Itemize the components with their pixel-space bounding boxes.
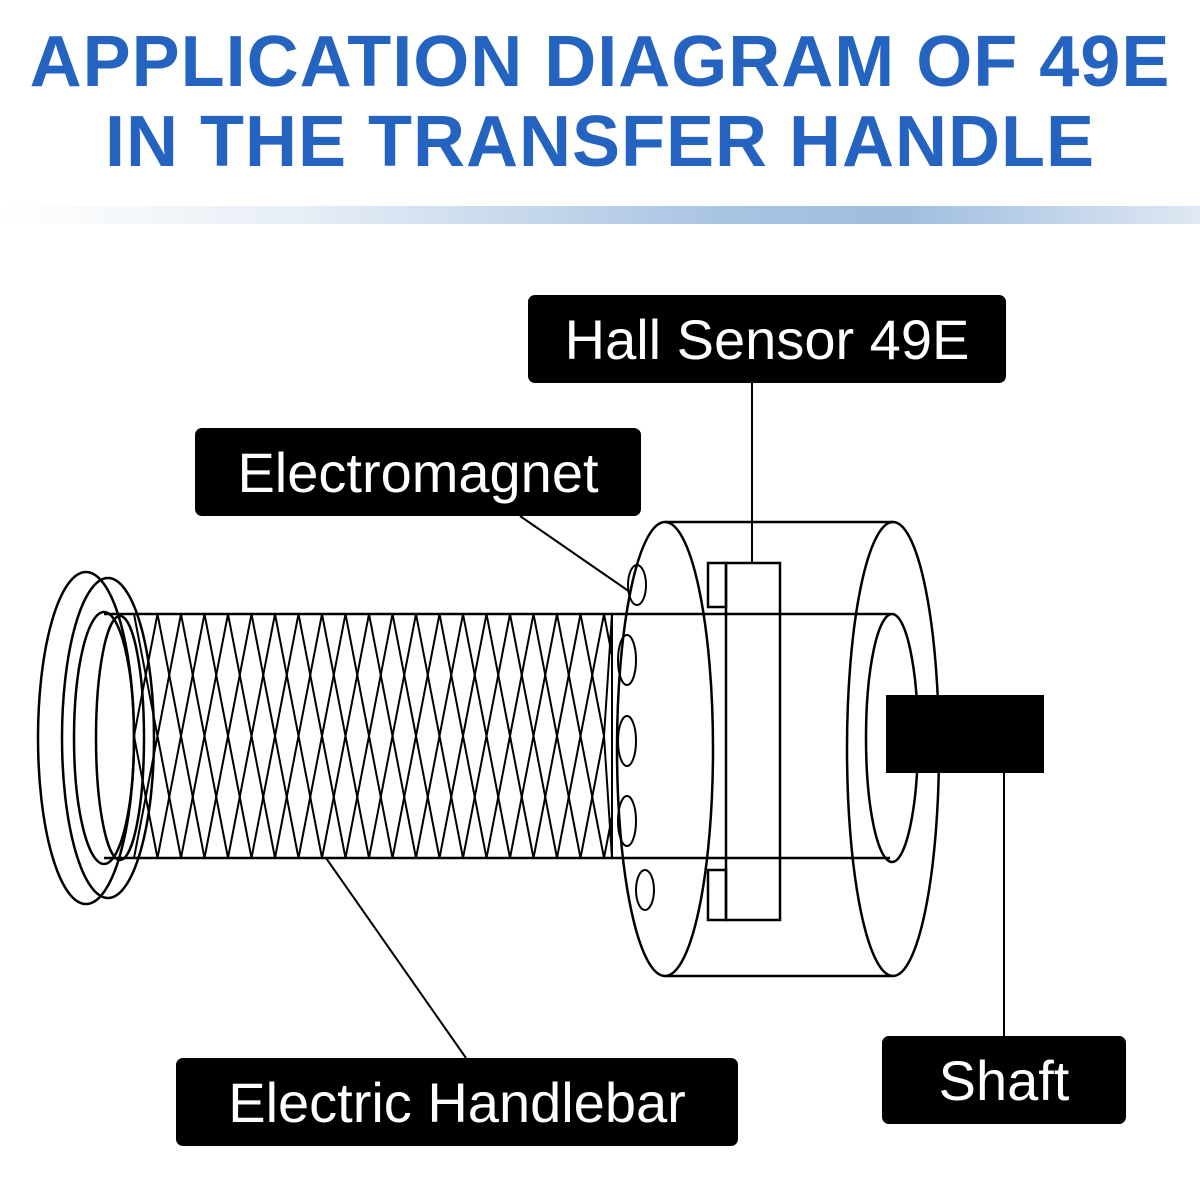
grip-hatch-line	[368, 613, 417, 737]
grip-hatch-line	[603, 613, 613, 737]
grip-hatch-line	[603, 735, 613, 859]
grip-hatch-line	[321, 613, 370, 737]
grip-hatch-line	[133, 735, 182, 859]
grip-hatch-line	[556, 613, 605, 737]
grip-hatch-line	[368, 735, 417, 859]
shaft-block	[886, 695, 1044, 773]
grip-crosshatch	[133, 613, 613, 859]
grip-hatch-line	[415, 613, 464, 859]
grip-hatch-line	[556, 613, 605, 859]
grip-hatch-line	[556, 735, 605, 859]
grip-hatch-line	[133, 613, 182, 859]
grip-hatch-line	[509, 613, 558, 859]
grip-hatch-line	[274, 613, 323, 737]
title-line-1: APPLICATION DIAGRAM OF 49E	[29, 22, 1171, 102]
title-line-2: IN THE TRANSFER HANDLE	[105, 102, 1095, 182]
grip-hatch-line	[227, 613, 276, 737]
electromagnet-label: Electromagnet	[195, 428, 641, 516]
grip-hatch-line	[415, 735, 464, 859]
electric-handlebar-label: Electric Handlebar	[176, 1058, 738, 1146]
end-cap-flange	[36, 570, 156, 906]
grip-hatch-line	[133, 613, 182, 737]
handlebar-tube	[104, 612, 890, 860]
grip-hatch-line	[509, 613, 558, 737]
grip-hatch-line	[368, 613, 417, 859]
grip-hatch-line	[462, 613, 511, 859]
grip-hatch-line	[180, 735, 229, 859]
grip-hatch-line	[321, 735, 370, 859]
hall-sensor-label: Hall Sensor 49E	[528, 295, 1006, 383]
grip-hatch-line	[462, 613, 511, 737]
grip-hatch-line	[415, 613, 464, 737]
shaft-label: Shaft	[882, 1036, 1126, 1124]
grip-hatch-line	[180, 613, 229, 737]
grip-hatch-line	[509, 735, 558, 859]
grip-hatch-line	[274, 735, 323, 859]
grip-hatch-line	[180, 613, 229, 859]
magnet-holes	[617, 564, 655, 911]
grip-hatch-line	[321, 613, 370, 859]
leader-lines	[325, 382, 1005, 1059]
header-divider-band	[0, 206, 1200, 224]
grip-hatch-line	[227, 613, 276, 859]
grip-hatch-line	[227, 735, 276, 859]
grip-hatch-line	[462, 735, 511, 859]
page-title: APPLICATION DIAGRAM OF 49E IN THE TRANSF…	[0, 22, 1200, 182]
hall-sensor-body	[706, 561, 782, 922]
grip-hatch-line	[274, 613, 323, 859]
